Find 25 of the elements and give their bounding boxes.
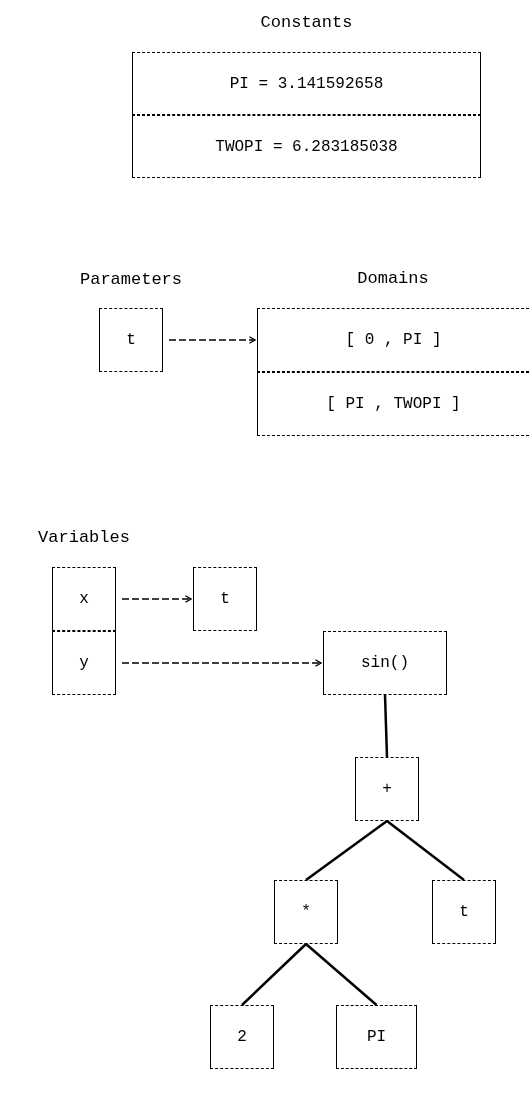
- value-cell: [ PI , TWOPI ]: [257, 372, 529, 436]
- dashed-arrow: [168, 336, 256, 344]
- value-cell: t: [432, 880, 496, 944]
- value-cell: +: [355, 757, 419, 821]
- connector-line: [305, 820, 388, 881]
- value-cell: x: [52, 567, 116, 631]
- dashed-arrow: [121, 595, 192, 603]
- connector-line: [383, 694, 389, 758]
- connector-line: [305, 943, 378, 1006]
- value-cell: PI = 3.141592658: [132, 52, 481, 115]
- value-cell: t: [193, 567, 257, 631]
- value-cell: [ 0 , PI ]: [257, 308, 529, 372]
- connector-line: [241, 943, 307, 1006]
- dashed-arrow: [121, 659, 322, 667]
- connector-line: [386, 820, 465, 881]
- value-cell: TWOPI = 6.283185038: [132, 115, 481, 178]
- value-cell: PI: [336, 1005, 417, 1069]
- value-cell: *: [274, 880, 338, 944]
- group-heading: Parameters: [80, 269, 182, 291]
- group-heading: Domains: [357, 268, 429, 290]
- value-cell: sin(): [323, 631, 447, 695]
- group-heading: Variables: [38, 527, 130, 549]
- group-heading: Constants: [260, 12, 353, 34]
- value-cell: y: [52, 631, 116, 695]
- value-cell: 2: [210, 1005, 274, 1069]
